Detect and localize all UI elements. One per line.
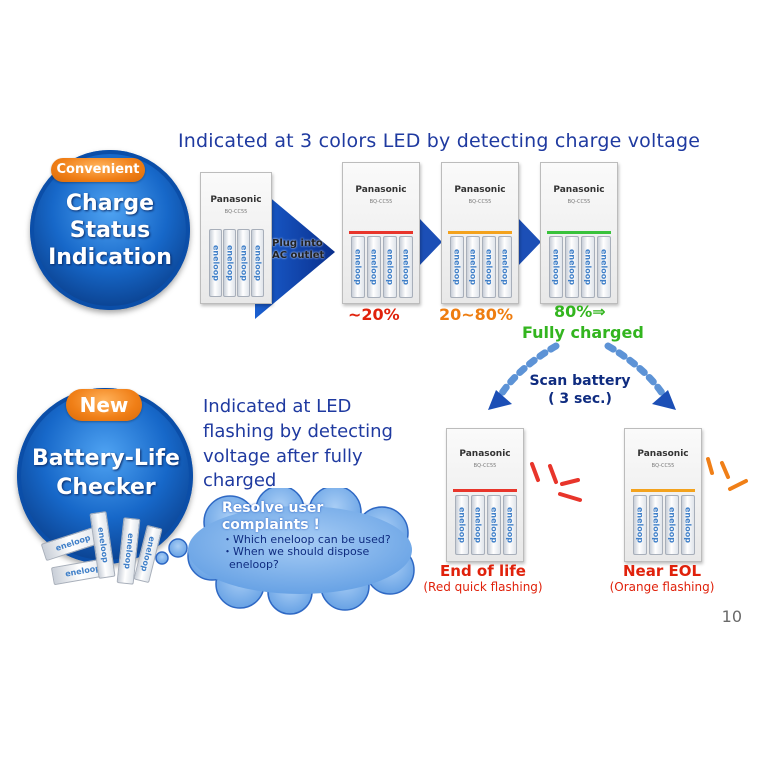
convenient-pill: Convenient — [51, 158, 145, 182]
charger-initial: Panasonic BQ-CC55 eneloop eneloop eneloo… — [200, 172, 272, 304]
plug-in-arrow-icon — [255, 185, 335, 319]
red-flash-icon — [530, 462, 582, 502]
badge-title-line: Indication — [48, 244, 172, 270]
led-orange — [448, 231, 512, 234]
led-red — [453, 489, 517, 492]
scan-battery-label: Scan battery ( 3 sec.) — [529, 373, 631, 408]
complaint-cloud-text: Resolve user complaints ! ・Which eneloop… — [222, 500, 391, 571]
charger-full: Panasonic BQ-CC55 eneloop eneloop eneloo… — [540, 162, 618, 304]
level-low-label: ~20% — [348, 305, 400, 324]
battery-life-description: Indicated at LED flashing by detecting v… — [203, 396, 393, 492]
step-arrow-icon — [517, 217, 541, 267]
badge-title-line: Checker — [56, 474, 156, 500]
level-mid-label: 20~80% — [439, 305, 513, 324]
badge-title-line: Charge — [65, 191, 155, 216]
scan-arrows-icon — [488, 342, 676, 410]
end-of-life-status: End of life (Red quick flashing) — [423, 562, 543, 594]
orange-flash-icon — [706, 457, 748, 491]
led-orange — [631, 489, 695, 492]
slide-headline: Indicated at 3 colors LED by detecting c… — [178, 130, 701, 152]
battery-life-title: Battery-Life Checker — [21, 445, 191, 502]
step-arrow-icon — [418, 217, 442, 267]
fully-charged-label: Fully charged — [522, 323, 644, 342]
badge-title-line: Battery-Life — [32, 446, 180, 471]
led-red — [349, 231, 413, 234]
led-green — [547, 231, 611, 234]
complaint-cloud-icon — [155, 488, 415, 615]
charger-low: Panasonic BQ-CC55 eneloop eneloop eneloo… — [342, 162, 420, 304]
near-eol-status: Near EOL (Orange flashing) — [609, 562, 715, 594]
badge-title-line: Status — [69, 217, 151, 243]
charge-status-title: Charge Status Indication — [30, 191, 190, 271]
battery-pile: eneloop eneloop eneloop eneloop eneloop — [40, 511, 163, 592]
new-pill: New — [66, 389, 142, 421]
charger-end-of-life: Panasonic BQ-CC55 eneloop eneloop eneloo… — [446, 428, 524, 562]
charger-near-eol: Panasonic BQ-CC55 eneloop eneloop eneloo… — [624, 428, 702, 562]
page-number: 10 — [721, 607, 742, 626]
level-full-label: 80%⇒ — [554, 302, 606, 321]
charger-mid: Panasonic BQ-CC55 eneloop eneloop eneloo… — [441, 162, 519, 304]
